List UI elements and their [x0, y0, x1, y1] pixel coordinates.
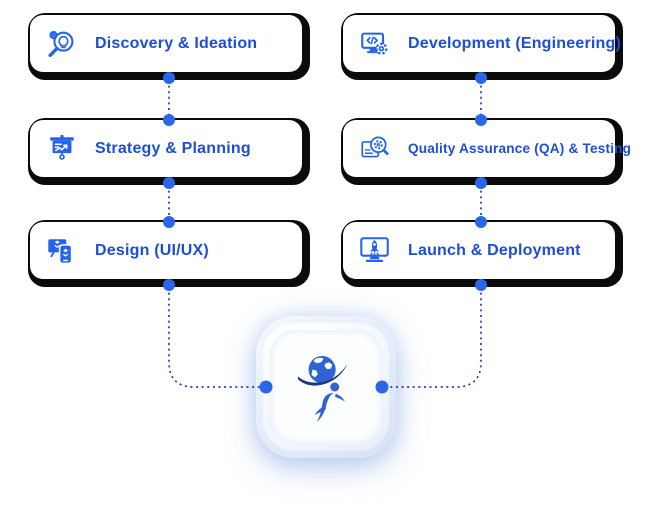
magnifier-idea-gear-icon: [48, 30, 74, 57]
devices-ui-design-icon: [48, 238, 73, 264]
step-label: Design (UI/UX): [95, 241, 209, 259]
globe-person-logo: [297, 356, 348, 422]
monitor-code-gear-icon: [361, 32, 388, 55]
step-label: Discovery & Ideation: [95, 34, 258, 52]
step-label: Launch & Deployment: [408, 241, 581, 259]
step-label: Strategy & Planning: [95, 139, 251, 157]
step-card-development: Development (Engineering): [341, 13, 623, 80]
step-card-design: Design (UI/UX): [28, 220, 310, 287]
monitor-rocket-icon: [360, 236, 389, 262]
document-magnifier-gear-icon: [361, 135, 389, 157]
step-card-qa: Quality Assurance (QA) & Testing: [341, 118, 631, 185]
hub-card: [256, 316, 396, 458]
step-card-discovery: Discovery & Ideation: [28, 13, 310, 80]
step-label: Development (Engineering): [408, 34, 622, 52]
step-card-launch: Launch & Deployment: [341, 220, 623, 287]
presentation-chart-icon: [50, 134, 74, 160]
step-label: Quality Assurance (QA) & Testing: [408, 141, 632, 156]
step-card-strategy: Strategy & Planning: [28, 118, 310, 185]
